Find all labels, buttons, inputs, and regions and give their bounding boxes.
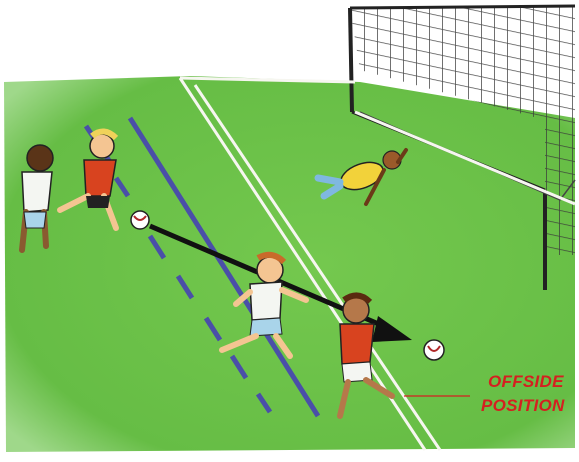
offside-label-line-1: OFFSIDE bbox=[488, 372, 564, 392]
offside-label-line-2: POSITION bbox=[481, 396, 565, 416]
soccer-ball-icon bbox=[131, 211, 149, 229]
soccer-ball-offside-icon bbox=[424, 340, 444, 360]
